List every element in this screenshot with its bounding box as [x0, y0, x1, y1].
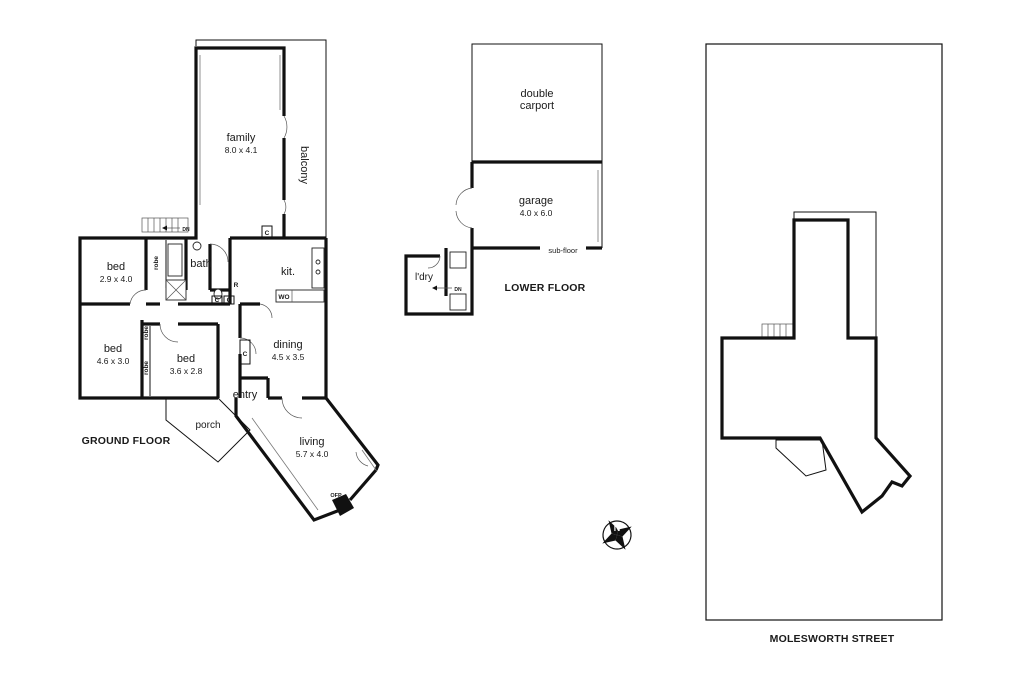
robe-label-bed1: robe	[153, 256, 160, 270]
laundry-down-label: DN	[454, 287, 462, 293]
porch-label: porch	[195, 420, 220, 431]
carport-label-line1: double	[520, 88, 553, 100]
site-plan	[705, 43, 943, 621]
cupboard-label-4: C	[243, 351, 248, 358]
cupboard-label-2: C	[227, 297, 232, 304]
bed2-label: bed	[104, 343, 122, 355]
laundry-label: l'dry	[415, 272, 433, 283]
ground-floor-label: GROUND FLOOR	[82, 435, 171, 447]
subfloor-label: sub-floor	[548, 246, 578, 255]
balcony-label: balcony	[298, 146, 310, 184]
stair-down-label: DN	[182, 227, 190, 233]
lower-floor-labels: double carport garage 4.0 x 6.0 sub-floo…	[415, 88, 586, 294]
ground-floor-plan	[78, 39, 380, 522]
dining-dim: 4.5 x 3.5	[272, 352, 305, 362]
garage-dim: 4.0 x 6.0	[520, 208, 553, 218]
robe-label-bed2: robe	[143, 326, 150, 340]
dining-label: dining	[273, 339, 302, 351]
fireplace-label: OFP	[330, 493, 342, 499]
family-label: family	[227, 132, 256, 144]
cupboard-label-3: C	[265, 230, 270, 237]
arrow-left-icon	[162, 225, 180, 231]
north-arrow-icon	[602, 520, 632, 550]
bed3-dim: 3.6 x 2.8	[170, 366, 203, 376]
street-label: MOLESWORTH STREET	[770, 633, 895, 645]
fridge-label: R	[234, 282, 239, 289]
lower-floor-plan	[404, 43, 603, 316]
family-dim: 8.0 x 4.1	[225, 145, 258, 155]
bed1-label: bed	[107, 261, 125, 273]
cupboard-label-1: C	[215, 297, 220, 304]
site-stair-icon	[761, 323, 795, 339]
living-dim: 5.7 x 4.0	[296, 449, 329, 459]
garage-label: garage	[519, 195, 553, 207]
wall-oven-label: WO	[278, 294, 289, 301]
bed1-dim: 2.9 x 4.0	[100, 274, 133, 284]
fireplace-icon	[332, 494, 354, 516]
living-label: living	[299, 436, 324, 448]
bed3-label: bed	[177, 353, 195, 365]
lower-floor-label: LOWER FLOOR	[505, 282, 586, 294]
kitchen-label: kit.	[281, 266, 295, 278]
entry-label: entry	[233, 389, 258, 401]
stair-icon	[141, 217, 189, 233]
bed2-dim: 4.6 x 3.0	[97, 356, 130, 366]
carport-label-line2: carport	[520, 100, 554, 112]
bath-label: bath	[190, 258, 211, 270]
north-label: N	[614, 523, 621, 533]
ground-floor-labels: family 8.0 x 4.1 balcony bed 2.9 x 4.0 b…	[82, 132, 342, 499]
robe-label-bed3: robe	[143, 361, 150, 375]
arrow-left-icon	[432, 285, 452, 291]
